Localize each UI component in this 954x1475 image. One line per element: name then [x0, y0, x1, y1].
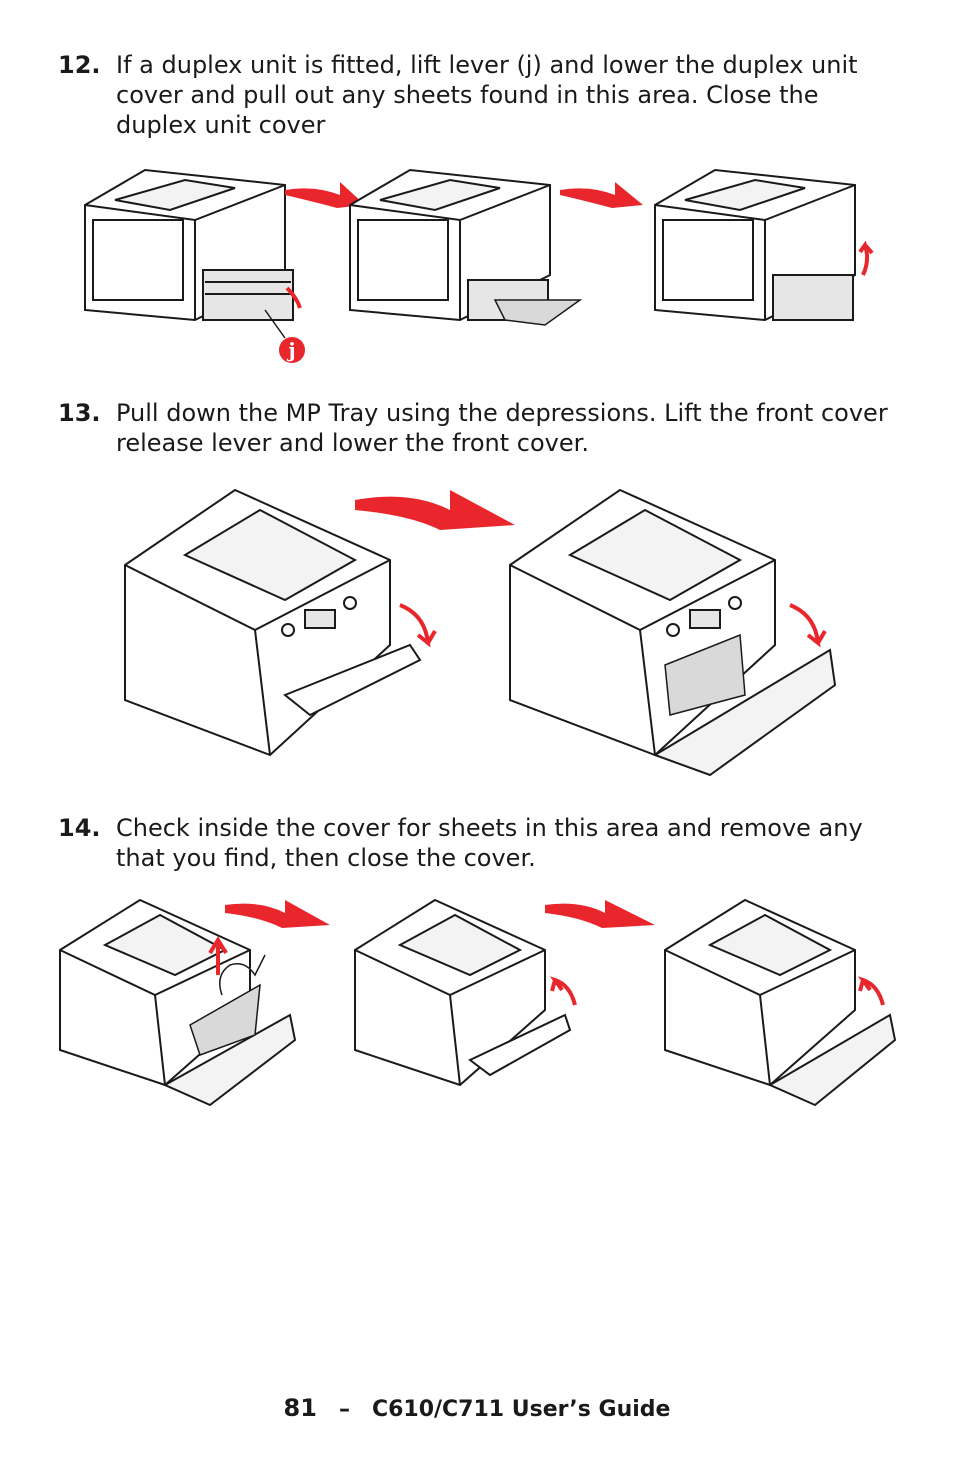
figure-duplex-unit: j: [75, 160, 875, 370]
figure-check-inside: [50, 895, 910, 1115]
figure-front-cover: [110, 485, 850, 785]
step-text: Check inside the cover for sheets in thi…: [116, 814, 863, 872]
arrow-next: [355, 490, 515, 530]
footer-separator: –: [338, 1397, 350, 1422]
printer-front-cover-open: [509, 488, 776, 757]
arrow-next: [560, 182, 643, 208]
printer-rear-2: [349, 168, 551, 322]
printer-rear-3: [654, 168, 856, 322]
arrow-next: [225, 900, 330, 928]
jammed-sheet: [493, 299, 583, 326]
front-cover: [652, 648, 837, 777]
step-number: 12.: [58, 51, 101, 79]
guide-title: C610/C711 User’s Guide: [371, 1397, 671, 1422]
step-text: Pull down the MP Tray using the depressi…: [116, 399, 888, 457]
arrow-lower-cover: [285, 286, 302, 309]
mp-tray: [468, 1013, 572, 1077]
printer-front-mp-tray: [124, 488, 391, 757]
paper-inside: [664, 633, 746, 716]
printer-closing-cover: [354, 898, 546, 1087]
front-cover-illustration: [124, 488, 837, 777]
step-number: 13.: [58, 399, 101, 427]
arrow-close: [549, 976, 577, 1006]
sheet-being-removed: [189, 983, 261, 1056]
check-inside-illustration: [59, 898, 897, 1107]
mp-tray: [283, 643, 422, 717]
printer-cover-open: [664, 898, 856, 1087]
arrow-lower-tray: [399, 603, 437, 648]
arrow-next: [285, 182, 365, 208]
hand: [219, 954, 266, 996]
page-number: 81: [283, 1394, 317, 1422]
arrow-close-cover: [858, 240, 874, 276]
printer-rear-1: [84, 168, 294, 322]
front-cover: [162, 1013, 297, 1107]
page-footer: 81–C610/C711 User’s Guide: [0, 1394, 954, 1422]
callout-j-badge: [279, 337, 305, 363]
arrow-lower-front-cover: [789, 603, 827, 648]
front-cover: [767, 1013, 897, 1107]
step-text: If a duplex unit is fitted, lift lever (…: [116, 51, 858, 139]
arrow-close-cover: [857, 976, 885, 1006]
duplex-illustration: j: [84, 168, 874, 363]
callout-j-label: j: [286, 338, 295, 362]
step-number: 14.: [58, 814, 101, 842]
arrow-pull-up: [208, 936, 228, 975]
arrow-next: [545, 900, 655, 928]
